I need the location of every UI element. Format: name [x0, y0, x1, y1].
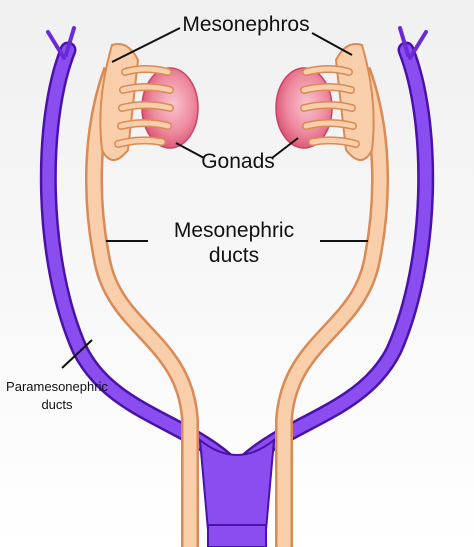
mesonephric-ducts	[84, 66, 390, 547]
fused-duct	[198, 437, 276, 531]
label-paramesonephric-line2: ducts	[41, 397, 73, 412]
mesonephros	[99, 43, 375, 161]
leader-lines	[61, 27, 368, 369]
leader-gonads-left	[175, 142, 205, 159]
label-gonads: Gonads	[201, 150, 275, 173]
leader-gonads-right	[271, 137, 299, 159]
label-paramesonephric-line1: Paramesonephric	[6, 379, 108, 394]
label-mesonephros: Mesonephros	[182, 13, 309, 36]
leader-mesonephros-left	[111, 27, 181, 63]
label-mesonephric-line2: ducts	[209, 244, 259, 267]
label-mesonephric-line1: Mesonephric	[174, 219, 294, 242]
leader-mesonephros-right	[311, 32, 353, 56]
paramesonephric-ducts	[39, 26, 435, 547]
labels: Mesonephros Gonads Mesonephric ducts Par…	[6, 13, 310, 412]
leader-paramesonephric	[61, 339, 93, 369]
